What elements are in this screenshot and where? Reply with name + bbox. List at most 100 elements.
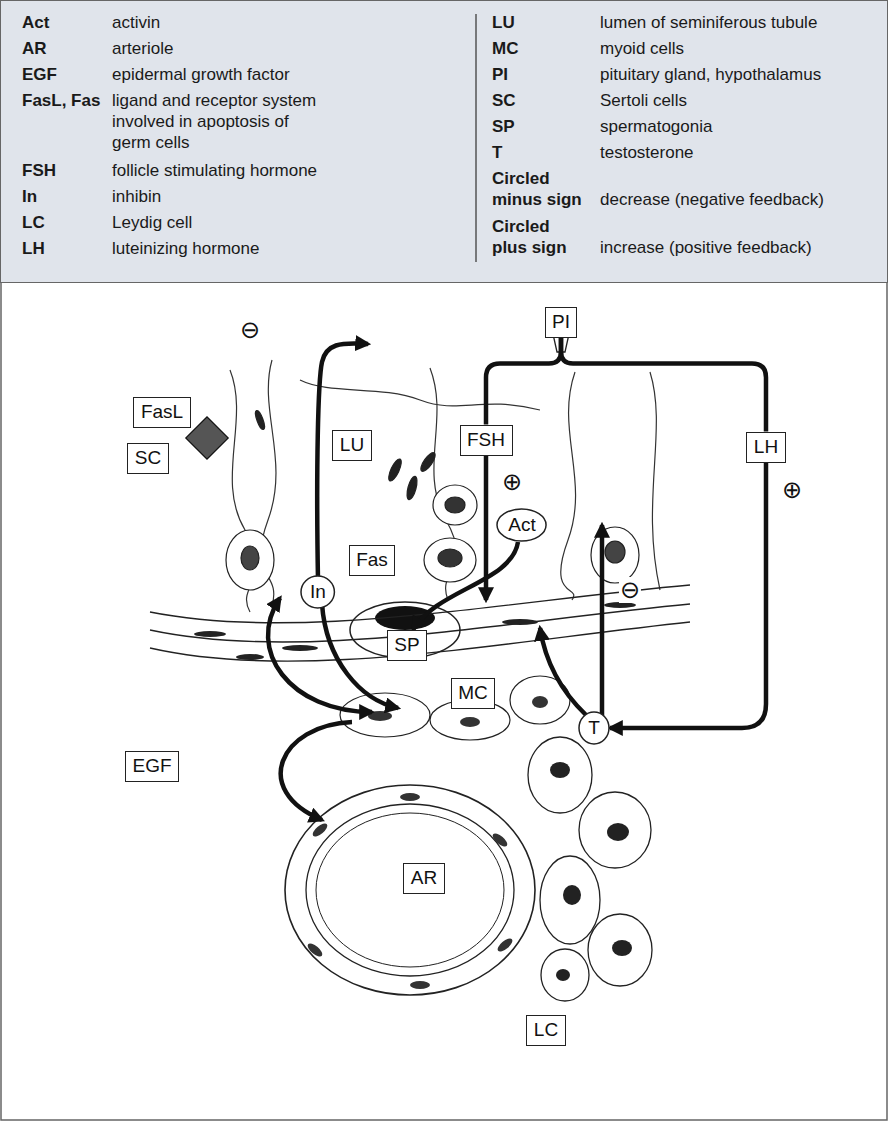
illustration-part	[550, 762, 632, 981]
receptor-box: Fas	[349, 545, 396, 576]
abbreviation: AR	[22, 38, 107, 59]
abbreviation: LH	[22, 238, 107, 259]
hormone-box: FSH	[460, 425, 513, 456]
cell-label: MC	[451, 678, 496, 709]
node-text: AR	[411, 867, 437, 889]
node-text: In	[310, 581, 326, 603]
definition: Sertoli cells	[600, 90, 875, 111]
illustration-part	[418, 451, 437, 474]
illustration-part	[268, 598, 372, 712]
illustration-part	[561, 372, 576, 600]
hormone-box: LH	[746, 432, 785, 463]
factor-box: EGF	[125, 751, 179, 782]
illustration-part	[285, 785, 535, 995]
illustration-part	[540, 628, 586, 715]
illustration-part	[230, 360, 660, 612]
definition: myoid cells	[600, 38, 875, 59]
factor-circle: Act	[496, 508, 547, 542]
illustration-part	[600, 525, 605, 722]
illustration-part	[591, 527, 639, 583]
definition: follicle stimulating hormone	[112, 160, 462, 181]
illustration-part	[588, 914, 652, 986]
abbreviation: SP	[492, 116, 586, 137]
illustration-part	[612, 940, 632, 956]
circle-shape	[497, 509, 546, 541]
illustration-part	[316, 813, 504, 967]
node-text: LU	[340, 434, 364, 456]
illustration-part	[410, 981, 430, 989]
definition: arteriole	[112, 38, 462, 59]
illustration-part	[445, 497, 465, 513]
illustration-part	[579, 792, 651, 868]
illustration-part	[433, 485, 477, 525]
abbreviation: FSH	[22, 160, 107, 181]
illustration-part	[563, 885, 581, 905]
definition: luteinizing hormone	[112, 238, 462, 259]
signal-arrow	[486, 338, 561, 425]
circle-shape	[579, 712, 609, 744]
illustration-part	[282, 645, 318, 651]
node-text: LH	[754, 436, 778, 458]
gland-box: PI	[545, 307, 578, 338]
illustration-part	[254, 410, 266, 431]
abbreviation: In	[22, 186, 107, 207]
illustration-part	[496, 936, 515, 954]
definition: activin	[112, 12, 462, 33]
factor-circle: In	[300, 575, 335, 609]
node-text: MC	[458, 682, 488, 704]
illustration-part	[226, 410, 639, 590]
illustration-part	[650, 372, 660, 590]
node-text: Act	[508, 514, 535, 536]
cell-label: SC	[127, 443, 168, 474]
illustration-part	[605, 541, 625, 563]
illustration-part	[405, 475, 419, 500]
definition: decrease (negative feedback)	[600, 189, 875, 210]
illustration-part	[528, 737, 652, 1001]
node-text: FasL	[141, 401, 183, 423]
illustration-part	[236, 654, 264, 660]
node-text: LC	[534, 1019, 558, 1041]
feedback-sign: ⊖	[239, 317, 261, 343]
node-text: FSH	[467, 429, 505, 451]
abbreviation: T	[492, 142, 586, 163]
abbreviation: SC	[492, 90, 586, 111]
signal-arrow	[413, 542, 518, 630]
node-text: SC	[135, 447, 161, 469]
illustration-part	[150, 622, 690, 661]
definition: lumen of seminiferous tubule	[600, 12, 875, 33]
feedback-sign: ⊕	[781, 477, 803, 503]
illustration-part	[340, 676, 570, 740]
illustration-part	[186, 417, 228, 459]
feedback-sign: ⊖	[619, 577, 641, 603]
illustration-part	[475, 14, 477, 262]
illustration-part	[491, 831, 510, 849]
circle-shape	[301, 576, 334, 608]
illustration-part	[528, 737, 592, 813]
illustration-part	[386, 457, 403, 482]
illustration-part	[268, 343, 602, 820]
illustration-part	[194, 631, 226, 637]
node-text: T	[588, 717, 600, 739]
definition: Leydig cell	[112, 212, 462, 233]
definition: increase (positive feedback)	[600, 237, 875, 258]
definition: testosterone	[600, 142, 875, 163]
abbreviation: LU	[492, 12, 586, 33]
node-text: PI	[552, 311, 570, 333]
illustration-part	[306, 793, 515, 989]
ligand-box: FasL	[133, 397, 190, 428]
abbreviation: MC	[492, 38, 586, 59]
illustration-part	[306, 941, 325, 959]
vessel-label: AR	[403, 863, 444, 894]
signal-arrow	[561, 338, 766, 432]
illustration-part	[306, 804, 514, 976]
node-text: SP	[394, 634, 419, 656]
abbreviation: Act	[22, 12, 107, 33]
abbreviation: EGF	[22, 64, 107, 85]
definition: epidermal growth factor	[112, 64, 462, 85]
illustration-part	[607, 823, 629, 841]
definition: inhibin	[112, 186, 462, 207]
illustration-part	[281, 722, 352, 820]
node-text: EGF	[132, 755, 171, 777]
illustration-part	[340, 693, 430, 737]
